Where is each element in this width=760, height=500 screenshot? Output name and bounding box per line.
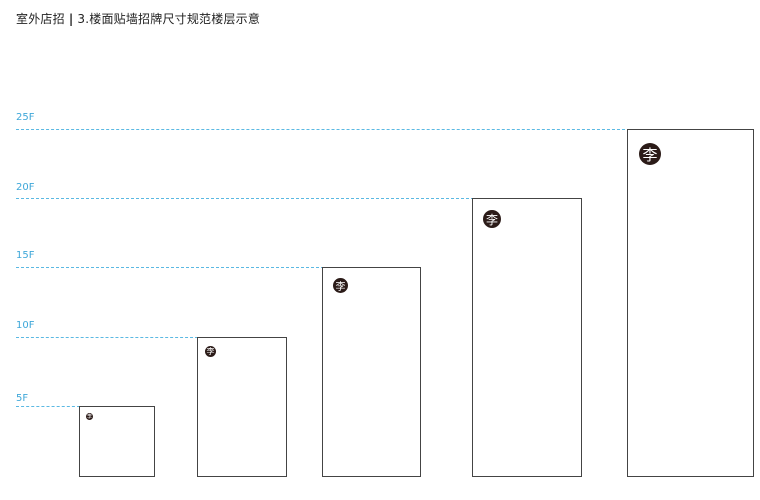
- floor-guide-line-10f: [16, 337, 198, 338]
- building-20f: 李: [472, 198, 582, 477]
- building-25f: 李: [627, 129, 754, 477]
- store-logo-icon: 李: [639, 143, 661, 165]
- store-logo-icon: 李: [483, 210, 501, 228]
- store-logo-icon: 李: [205, 346, 216, 357]
- building-5f: 李: [79, 406, 155, 477]
- floor-guide-line-15f: [16, 267, 324, 268]
- building-10f: 李: [197, 337, 287, 477]
- floor-guide-line-20f: [16, 198, 474, 199]
- floor-label-25f: 25F: [16, 112, 35, 123]
- logo-glyph: 李: [642, 145, 658, 164]
- floor-label-10f: 10F: [16, 320, 35, 331]
- store-logo-icon: 李: [86, 413, 93, 420]
- logo-glyph: 李: [206, 347, 215, 356]
- logo-glyph: 李: [485, 212, 498, 227]
- title-separator: |: [68, 12, 74, 26]
- logo-glyph: 李: [86, 414, 92, 420]
- floor-label-15f: 15F: [16, 250, 35, 261]
- page-title: 室外店招|3.楼面贴墙招牌尺寸规范楼层示意: [16, 10, 260, 27]
- store-logo-icon: 李: [333, 278, 348, 293]
- title-category: 室外店招: [16, 12, 65, 26]
- floor-guide-line-25f: [16, 129, 630, 130]
- floor-label-5f: 5F: [16, 393, 29, 404]
- floor-label-20f: 20F: [16, 182, 35, 193]
- building-15f: 李: [322, 267, 421, 477]
- floor-guide-line-5f: [16, 406, 80, 407]
- logo-glyph: 李: [335, 282, 346, 293]
- title-subtitle: 3.楼面贴墙招牌尺寸规范楼层示意: [77, 12, 261, 26]
